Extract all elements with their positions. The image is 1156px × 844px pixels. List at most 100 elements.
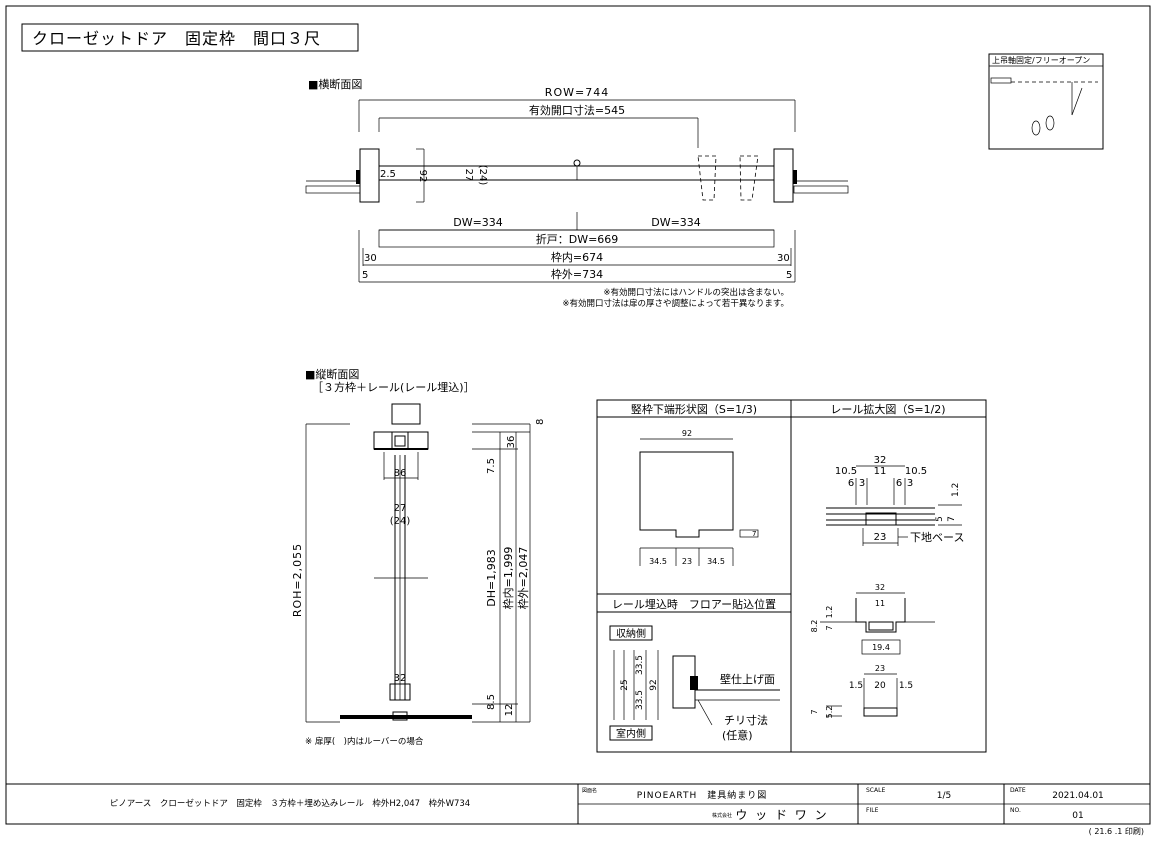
floor-dim-92: 92: [649, 679, 659, 690]
rc-dim-20: 20: [874, 681, 886, 691]
tb-company-prefix: 株式会社: [712, 812, 732, 819]
tb-drawing-name: PINOEARTH 建具納まり図: [637, 789, 768, 801]
section-dim-12: 12: [504, 704, 515, 717]
rb-dim-19-4: 19.4: [872, 643, 890, 652]
rd-dim-3-b: 3: [907, 478, 913, 489]
left-jamb: [359, 148, 380, 203]
section-frame-inner: 枠内=1,999: [501, 547, 515, 610]
floor-dim-25: 25: [620, 679, 630, 690]
rc-dim-5-2: 5.2: [825, 706, 834, 719]
rb-dim-1-2: 1.2: [825, 606, 834, 619]
rd-dim-32: 32: [874, 455, 887, 466]
rb-dim-7: 7: [825, 625, 834, 630]
dw-right: DW=334: [651, 216, 701, 229]
vertical-section: ■縦断面図 ［３方枠＋レール(レール埋込)］ ROH=2,055 86 27 (…: [291, 367, 546, 747]
section-heading: ■縦断面図: [305, 367, 359, 381]
tb-drawing-name-label: 図面名: [582, 787, 597, 794]
rb-dim-11: 11: [875, 599, 885, 608]
fb-dim-92: 92: [682, 429, 692, 438]
section-note: ※ 扉厚( )内はルーバーの場合: [305, 736, 424, 747]
sheet-border: [5, 5, 1151, 825]
section-subheading: ［３方枠＋レール(レール埋込)］: [312, 380, 475, 394]
rail-base-profile: [863, 707, 898, 717]
tb-date: 2021.04.01: [1052, 791, 1104, 801]
section-dim-8-5: 8.5: [486, 694, 497, 710]
rc-dim-7: 7: [810, 709, 819, 714]
effective-opening: 有効開口寸法=545: [529, 103, 625, 117]
dim-5-left: 5: [362, 270, 368, 281]
section-frame-outer: 枠外=2,047: [516, 547, 530, 610]
rb-dim-8-2: 8.2: [810, 620, 819, 633]
tb-scale-label: SCALE: [866, 787, 885, 794]
section-dim-32: 32: [394, 673, 407, 684]
fb-dim-7: 7: [752, 530, 756, 538]
roh-dimension: ROH=2,055: [291, 543, 304, 617]
frame-outer: 枠外=734: [551, 267, 603, 281]
section-dim-27: 27: [394, 503, 407, 514]
floor-dim-33-5-b: 33.5: [635, 690, 645, 710]
right-jamb: [773, 148, 794, 203]
fb-dim-23: 23: [682, 557, 692, 566]
dim-24: (24): [477, 165, 488, 186]
section-dim-8: 8: [535, 419, 546, 425]
row-dimension: ROW=744: [545, 86, 609, 99]
dim-30-right: 30: [777, 253, 790, 264]
frame-bottom-shape: [639, 451, 734, 538]
fold-dw: 折戸：DW=669: [536, 232, 619, 246]
rc-dim-1-5-a: 1.5: [849, 681, 863, 691]
title-block: ピノアース クローゼットドア 固定枠 ３方枠＋埋め込みレール 枠外H2,047 …: [6, 783, 1150, 836]
legend-box: 上吊軸固定/フリーオープン: [988, 53, 1104, 150]
tb-description: ピノアース クローゼットドア 固定枠 ３方枠＋埋め込みレール 枠外H2,047 …: [110, 798, 470, 809]
rd-dim-6-b: 6: [896, 478, 902, 489]
floor-dim-33-5-a: 33.5: [635, 655, 645, 675]
rail-detail-title: レール拡大図（S=1/2): [830, 402, 945, 416]
pivot-icon: [573, 159, 581, 167]
chiri-label: チリ寸法: [724, 713, 768, 727]
plan-heading: ■横断面図: [308, 77, 362, 91]
section-dim-36: 36: [506, 436, 517, 449]
title-box: クローゼットドア 固定枠 間口３尺: [21, 23, 359, 52]
frame-inner: 枠内=674: [551, 250, 603, 264]
section-dim-7-5: 7.5: [486, 458, 497, 474]
rb-dim-32: 32: [875, 583, 885, 592]
rd-dim-6-a: 6: [848, 478, 854, 489]
rc-dim-1-5-b: 1.5: [899, 681, 913, 691]
optional-label: (任意): [722, 728, 753, 742]
tb-company: ウ ッ ド ワ ン: [735, 808, 828, 822]
rd-dim-10-5-b: 10.5: [905, 466, 927, 477]
rd-dim-5: 5: [935, 516, 945, 522]
floor-title: レール埋込時 フロアー貼込位置: [612, 597, 776, 611]
section-dim-24: (24): [390, 516, 411, 527]
dim-27: 27: [463, 169, 474, 182]
tb-date-label: DATE: [1010, 787, 1026, 794]
plan-note-1: ※有効開口寸法にはハンドルの突出は含まない。: [603, 287, 789, 298]
rd-dim-11: 11: [874, 466, 887, 477]
fb-dim-34-5-a: 34.5: [649, 557, 667, 566]
rd-dim-23: 23: [874, 532, 887, 543]
plan-section: ■横断面図 ROW=744 有効開口寸法=545 2.5 92: [305, 77, 849, 309]
dw-left: DW=334: [453, 216, 503, 229]
rail-profile: [865, 512, 897, 526]
floor-line: [340, 715, 472, 719]
tb-print-note: ( 21.6 .1 印刷): [1089, 827, 1144, 836]
rd-dim-7: 7: [947, 516, 957, 522]
detail-panels: 竪枠下端形状図（S=1/3) レール拡大図（S=1/2) レール埋込時 フロアー…: [596, 399, 987, 753]
dim-2-5: 2.5: [380, 169, 396, 180]
frame-bottom-title: 竪枠下端形状図（S=1/3): [631, 402, 757, 416]
drawing-title: クローゼットドア 固定枠 間口３尺: [32, 29, 321, 48]
legend-label: 上吊軸固定/フリーオープン: [992, 55, 1090, 65]
plan-note-2: ※有効開口寸法は扉の厚さや調整によって若干異なります。: [562, 298, 789, 309]
dim-92: 92: [417, 170, 428, 183]
storage-side: 収納側: [616, 627, 646, 640]
fb-dim-34-5-b: 34.5: [707, 557, 725, 566]
tb-file-label: FILE: [866, 807, 879, 814]
rd-dim-1-2: 1.2: [951, 483, 961, 497]
tb-scale: 1/5: [937, 791, 951, 801]
rd-dim-3-a: 3: [859, 478, 865, 489]
rd-dim-10-5-a: 10.5: [835, 466, 857, 477]
dim-30-left: 30: [364, 253, 377, 264]
dim-5-right: 5: [786, 270, 792, 281]
dh-dimension: DH=1,983: [485, 549, 498, 606]
tb-no: 01: [1072, 811, 1083, 821]
